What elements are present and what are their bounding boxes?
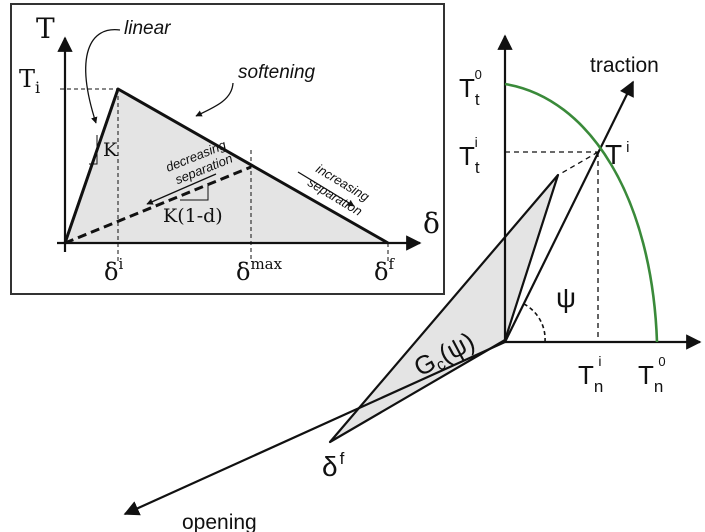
delta-i-label: δi xyxy=(104,255,123,286)
inset-x-label: δ xyxy=(423,207,440,240)
inset-frame xyxy=(10,3,445,295)
increasing-arrow xyxy=(297,171,355,207)
linear-label: linear xyxy=(124,18,171,39)
softening-pointer xyxy=(195,82,234,117)
unloading-line xyxy=(64,165,252,245)
traction-label: traction xyxy=(590,54,659,77)
decreasing-arrow xyxy=(146,173,217,205)
stiffness-label: K xyxy=(103,139,118,161)
tn0-label: Tn0 xyxy=(638,354,666,396)
tt0-label: Tt0 xyxy=(459,67,482,109)
traction-separation-curve xyxy=(63,87,389,245)
delta-f-label: δf xyxy=(374,255,395,286)
psi-label: ψ xyxy=(556,282,576,313)
linear-pointer xyxy=(85,29,121,124)
softening-label: softening xyxy=(238,62,316,83)
opening-label: opening xyxy=(182,511,257,532)
inset-y-label: T xyxy=(36,12,55,45)
opening-axis xyxy=(123,340,506,516)
psi-arc xyxy=(523,303,546,343)
initiation-envelope xyxy=(504,82,659,343)
energy-area xyxy=(65,89,388,243)
degraded-stiffness-triangle xyxy=(180,185,209,201)
tni-label: Tni xyxy=(578,353,603,396)
fracture-energy-area xyxy=(328,173,560,444)
degraded-stiffness-label: K(1-d) xyxy=(163,205,223,227)
traction-axis xyxy=(504,80,634,343)
peak-traction-label: Ti xyxy=(19,65,40,97)
delta-max-label: δmax xyxy=(236,255,283,286)
ti-connector xyxy=(559,151,599,175)
stiffness-triangle xyxy=(89,135,98,165)
tti-label: Tti xyxy=(459,134,480,177)
